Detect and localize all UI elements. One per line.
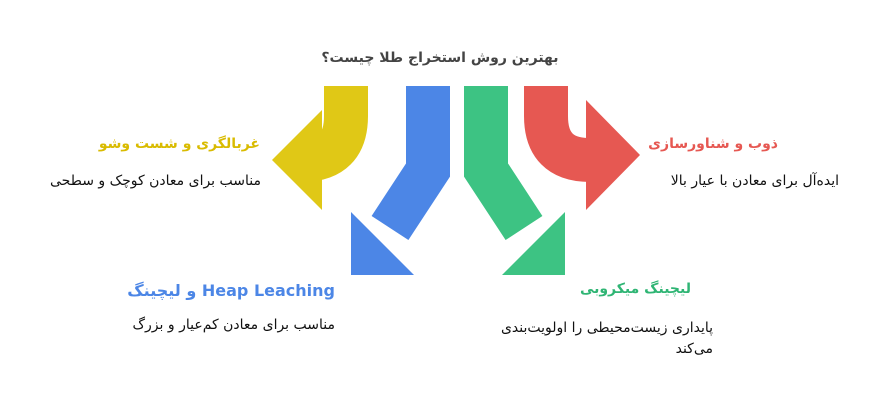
green-arrow xyxy=(464,86,565,275)
heap-leaching-label: Heap Leaching و لیچینگ xyxy=(127,281,335,300)
gravity-description: مناسب برای معادن کوچک و سطحی xyxy=(50,173,261,189)
red-arrow xyxy=(524,86,640,210)
blue-arrow xyxy=(351,86,450,275)
gravity-label: غربالگری و شست وشو xyxy=(98,136,260,152)
microbial-leaching-label: لیچینگ میکروبی xyxy=(579,281,691,297)
microbial-leaching-description: پایداری زیست‌محیطی را اولویت‌بندی می‌کند xyxy=(500,320,713,357)
yellow-arrow xyxy=(272,86,368,210)
smelting-description: ایده‌آل برای معادن با عیار بالا xyxy=(670,173,839,189)
smelting-label: ذوب و شناورسازی xyxy=(648,136,778,152)
diagram-title: بهترین روش استخراج طلا چیست؟ xyxy=(321,50,559,66)
heap-leaching-description: مناسب برای معادن کم‌عیار و بزرگ xyxy=(132,317,335,333)
